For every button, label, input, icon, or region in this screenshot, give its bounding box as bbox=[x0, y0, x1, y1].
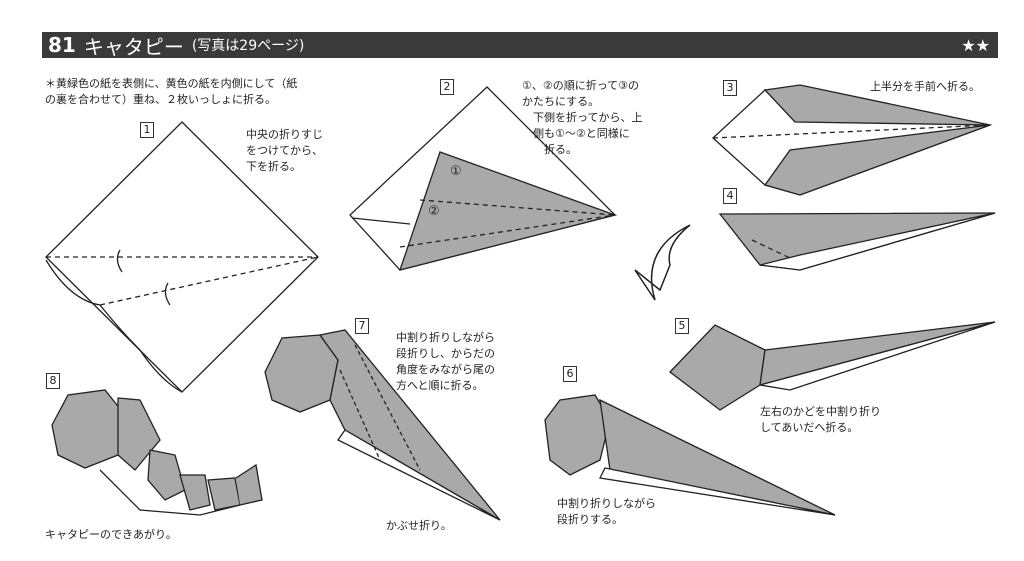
step7-diagram bbox=[264, 329, 501, 521]
page-header: 81 キャタピー (写真は29ページ) ★★ bbox=[42, 32, 998, 59]
step6-diagram bbox=[544, 394, 836, 516]
page-title: キャタピー bbox=[83, 34, 184, 59]
page-number: 81 bbox=[48, 33, 76, 57]
circle-label-1: ① bbox=[450, 164, 462, 179]
step2-text: ①、②の順に折って③の かたちにする。 下側を折ってから、上 側も①〜②と同様に… bbox=[522, 79, 643, 156]
step-number-3: 3 bbox=[723, 80, 737, 96]
step7-note: かぶせ折り。 bbox=[386, 519, 452, 532]
step1-diagram bbox=[45, 121, 319, 393]
step-number-8: 8 bbox=[46, 373, 60, 389]
step5-diagram bbox=[669, 321, 996, 411]
step-number-6: 6 bbox=[563, 366, 577, 382]
step2-diagram bbox=[349, 86, 618, 271]
step7-text: 中割り折りしながら 段折りし、からだの 角度をみながら尾の 方へと順に折る。 bbox=[396, 331, 495, 392]
step3-text: 上半分を手前へ折る。 bbox=[870, 80, 980, 93]
step1-text: 中央の折りすじ をつけてから、 下を折る。 bbox=[246, 128, 323, 173]
circle-label-2: ② bbox=[428, 204, 440, 219]
difficulty-stars: ★★ bbox=[961, 35, 990, 55]
step8-text: キャタピーのできあがり。 bbox=[45, 528, 177, 541]
step3-diagram bbox=[712, 84, 993, 196]
step-number-7: 7 bbox=[355, 318, 369, 334]
step-number-5: 5 bbox=[675, 318, 689, 334]
step-number-2: 2 bbox=[440, 79, 454, 95]
intro-text: ＊黄緑色の紙を表側に、黄色の紙を内側にして（紙 の裏を合わせて）重ね、２枚いっし… bbox=[45, 77, 298, 106]
step6-text: 中割り折りしながら 段折りする。 bbox=[557, 497, 656, 526]
flow-arrow bbox=[634, 224, 691, 301]
step5-text: 左右のかどを中割り折り してあいだへ折る。 bbox=[760, 405, 881, 434]
step-number-1: 1 bbox=[140, 122, 154, 138]
step4-diagram bbox=[718, 212, 996, 271]
page-subtitle: (写真は29ページ) bbox=[191, 38, 305, 54]
step8-diagram bbox=[51, 389, 263, 516]
step-number-4: 4 bbox=[723, 188, 737, 204]
